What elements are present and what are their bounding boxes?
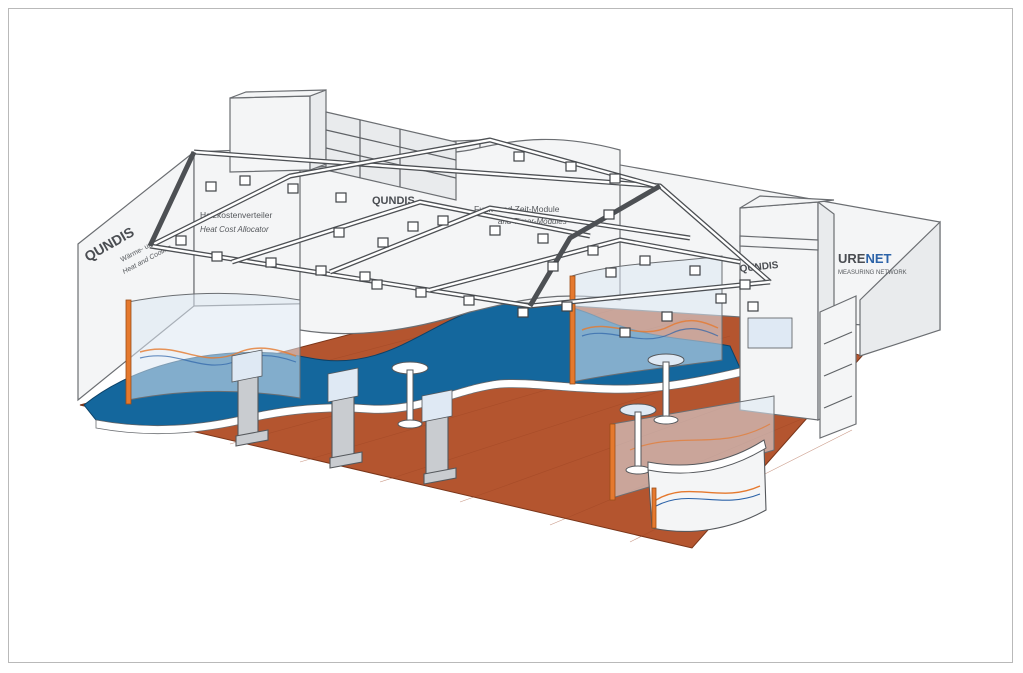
bar-table-2: [619, 403, 657, 475]
banner-right: [569, 255, 723, 385]
spotlight-icon: [489, 225, 501, 236]
spotlight-icon: [661, 311, 673, 322]
spotlight-icon: [415, 287, 427, 298]
spotlight-icon: [437, 215, 449, 226]
heat-cost-title-en: Heat Cost Allocator: [200, 225, 269, 234]
spotlight-icon: [609, 173, 621, 184]
spotlight-icon: [537, 233, 549, 244]
spotlight-icon: [747, 301, 759, 312]
spotlight-icon: [287, 183, 299, 194]
kiosk-3: [421, 389, 457, 485]
storage-box-left: [229, 89, 327, 173]
storage-tower-right: [739, 195, 835, 421]
cabinet-right: [819, 295, 857, 439]
spotlight-icon: [211, 251, 223, 262]
spotlight-icon: [619, 327, 631, 338]
spotlight-icon: [407, 221, 419, 232]
spotlight-icon: [561, 301, 573, 312]
spotlight-icon: [689, 265, 701, 276]
spotlight-icon: [517, 307, 529, 318]
spotlight-icon: [175, 235, 187, 246]
kiosk-2: [327, 367, 363, 469]
spotlight-icon: [639, 255, 651, 266]
radio-modules-title-de: Funk- und Zeit-Module: [474, 204, 560, 214]
spotlight-icon: [605, 267, 617, 278]
spotlight-icon: [603, 209, 615, 220]
kiosk-1: [231, 349, 269, 447]
spotlight-icon: [739, 279, 751, 290]
spotlight-icon: [547, 261, 559, 272]
heat-cost-title-de: Heizkostenverteiler: [200, 210, 272, 220]
reception-counter: [647, 439, 767, 532]
spotlight-icon: [205, 181, 217, 192]
spotlight-icon: [371, 279, 383, 290]
bar-table-1: [391, 361, 429, 429]
spotlight-icon: [565, 161, 577, 172]
spotlights: [175, 151, 759, 338]
spotlight-icon: [315, 265, 327, 276]
ceiling-truss: [147, 137, 772, 309]
bar-table-3: [647, 353, 685, 425]
radio-modules-title-en: and Timer-Modules: [498, 217, 567, 226]
spotlight-icon: [513, 151, 525, 162]
spotlight-icon: [239, 175, 251, 186]
spotlight-icon: [715, 293, 727, 304]
spotlight-icon: [335, 192, 347, 203]
right-wall-tagline: MEASURING NETWORK: [838, 270, 907, 276]
right-wall-logo: URENET: [838, 251, 892, 266]
spotlight-icon: [463, 295, 475, 306]
spotlight-icon: [377, 237, 389, 248]
spotlight-icon: [359, 271, 371, 282]
spotlight-icon: [333, 227, 345, 238]
banner-left: [125, 293, 301, 405]
center-wall-logo: QUNDIS: [372, 195, 415, 207]
spotlight-icon: [587, 245, 599, 256]
right-side-wall: [859, 220, 941, 357]
spotlight-icon: [265, 257, 277, 268]
tower-monitor: [747, 317, 793, 349]
